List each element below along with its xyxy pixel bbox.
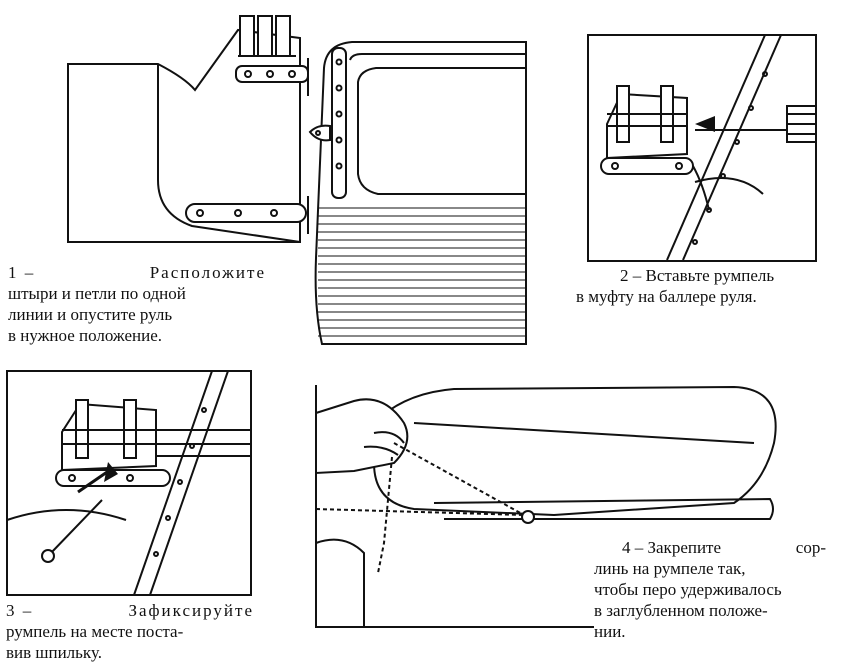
step-3-line-2: румпель на месте поста-	[6, 622, 184, 641]
caption-step-3: 3 – Зафиксируйте румпель на месте поста-…	[6, 600, 254, 663]
step-2-dash: –	[632, 266, 642, 285]
caption-step-4: 4 – Закрепите сор- линь на румпеле так, …	[594, 537, 826, 642]
figure-3-fix-tiller-pin	[6, 370, 252, 596]
step-1-number: 1	[8, 263, 19, 282]
figure-2-insert-tiller	[587, 34, 817, 262]
step-1-dash: –	[24, 263, 36, 282]
step-3-line-1: Зафиксируйте	[128, 601, 254, 620]
step-1-line-2: штыри и петли по одной	[8, 284, 186, 303]
figure-1-rudder-transom	[60, 8, 530, 348]
step-3-line-3: вив шпильку.	[6, 643, 102, 662]
step-2-number: 2	[620, 266, 629, 285]
step-1-line-1: Расположите	[149, 263, 266, 282]
step-4-line-1: Закрепите	[647, 538, 722, 557]
figure-4-secure-downhaul	[314, 383, 854, 629]
step-2-line-1: Вставьте румпель	[645, 266, 775, 285]
step-2-line-2: в муфту на баллере руля.	[576, 287, 757, 306]
caption-step-2: 2 – Вставьте румпель в муфту на баллере …	[576, 265, 838, 307]
step-1-line-3: линии и опустите руль	[8, 305, 173, 324]
step-4-line-2: линь на румпеле так,	[594, 559, 746, 578]
step-4-line-1b: сор-	[795, 538, 826, 557]
caption-step-1: 1 – Расположите штыри и петли по одной л…	[8, 262, 266, 346]
step-3-number: 3	[6, 601, 17, 620]
step-4-line-5: нии.	[594, 622, 626, 641]
step-4-number: 4	[622, 538, 631, 557]
step-3-dash: –	[22, 601, 34, 620]
step-1-line-4: в нужное положение.	[8, 326, 162, 345]
step-4-line-3: чтобы перо удерживалось	[594, 580, 782, 599]
step-4-dash: –	[634, 538, 644, 557]
step-4-line-4: в заглубленном положе-	[594, 601, 768, 620]
